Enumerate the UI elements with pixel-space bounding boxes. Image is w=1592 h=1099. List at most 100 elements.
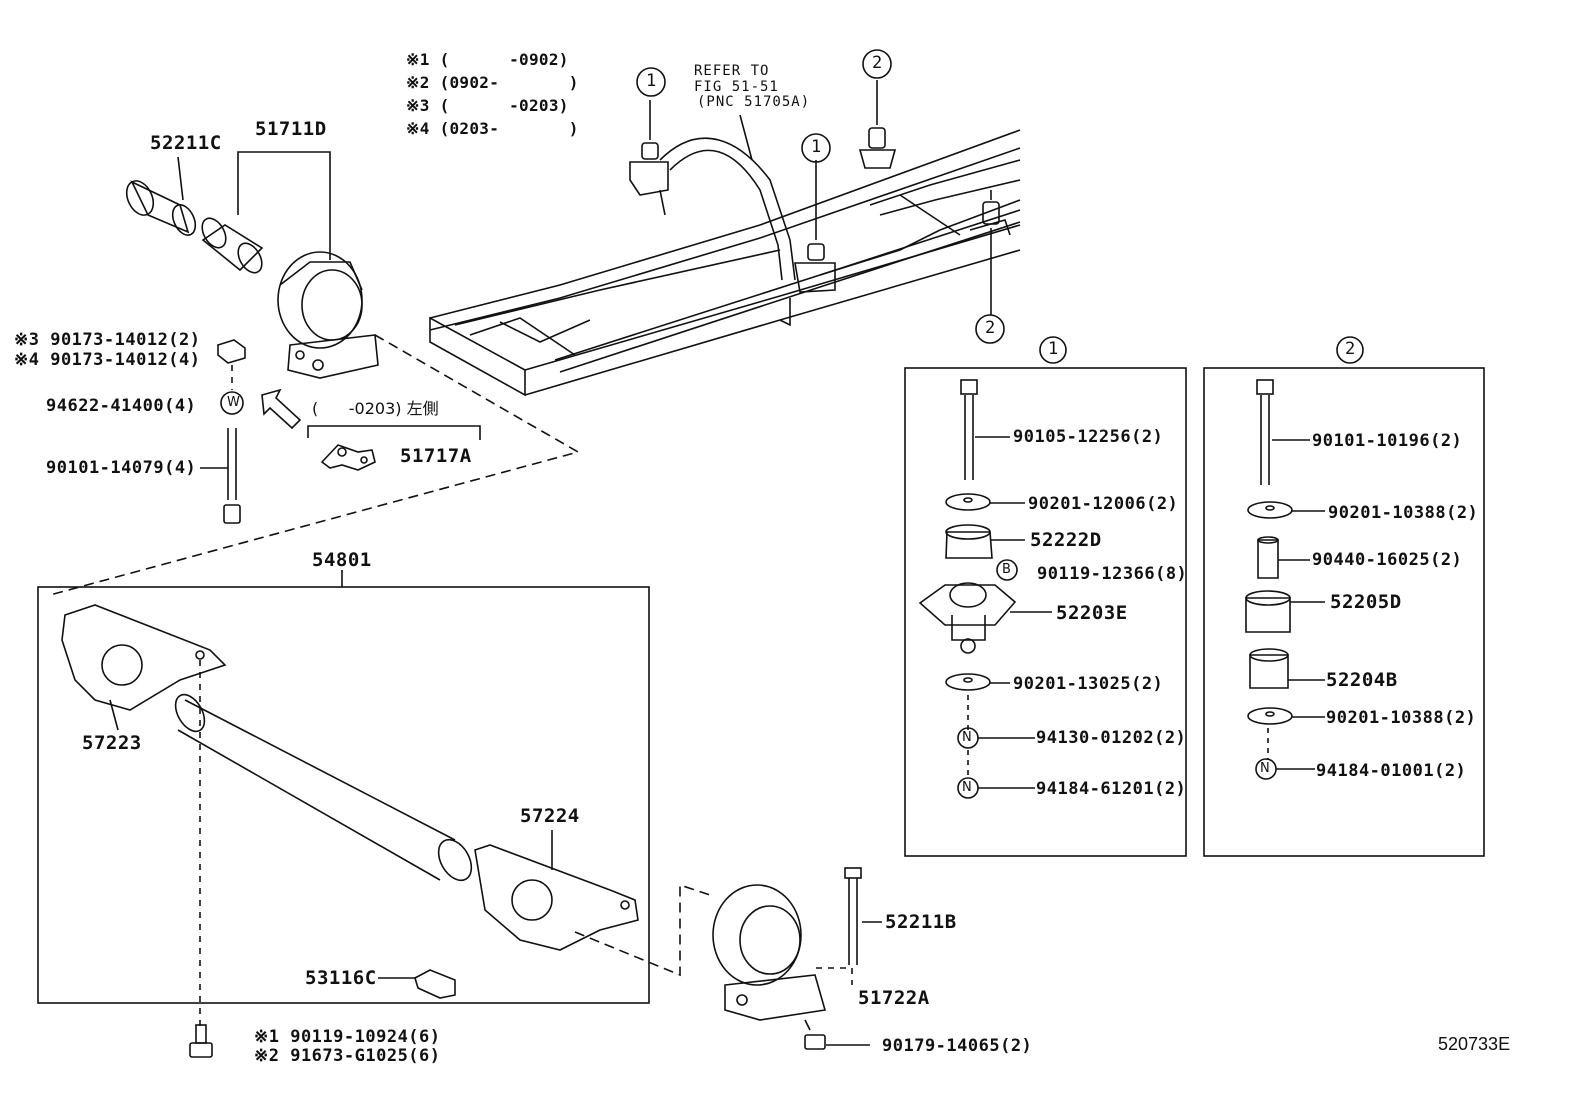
- mount-bracket-51711d: [277, 251, 379, 379]
- box2-label-52204b: 52204B: [1326, 669, 1398, 691]
- label-90101-14079: 90101-14079(4): [46, 458, 197, 478]
- box2-label-90201-a: 90201-10388(2): [1328, 503, 1479, 523]
- callout-2-right-icon: [975, 314, 1005, 344]
- left-side-note: ( -0203) 左側: [312, 399, 439, 418]
- box1-label-90201-12006: 90201-12006(2): [1028, 494, 1179, 514]
- range-note-3: ※3 ( -0203): [406, 96, 569, 115]
- refer-to-line3: (PNC 51705A): [697, 94, 811, 110]
- assembly-box-54801: [37, 586, 650, 1004]
- bracket-57224: [474, 830, 639, 951]
- label-90179: 90179-14065(2): [882, 1036, 1033, 1056]
- detail-box-1: [904, 367, 1187, 857]
- crossmember-tube: [174, 693, 473, 882]
- box2-label-90201-b: 90201-10388(2): [1326, 708, 1477, 728]
- callout-2-box-icon: [1336, 336, 1364, 364]
- frame-mount-2-top: [858, 80, 897, 169]
- dashed-guide-51722a: [816, 967, 853, 985]
- mount-bracket-51722a: [712, 884, 827, 1031]
- range-note-2: ※2 (0902- ): [406, 73, 579, 92]
- box1-n-mark-2: N: [962, 780, 972, 795]
- stopper-51717a: [320, 444, 376, 471]
- label-52211c: 52211C: [150, 132, 222, 154]
- dashed-guide-lower: [574, 883, 711, 977]
- washer-w-mark: W: [227, 395, 240, 410]
- box1-label-90105: 90105-12256(2): [1013, 427, 1164, 447]
- refer-to-line1: REFER TO: [694, 63, 770, 79]
- callout-1-mid-icon: [801, 133, 831, 163]
- callout-1-box-icon: [1039, 336, 1067, 364]
- label-57224: 57224: [520, 805, 580, 827]
- dashed-guide-upper: [49, 334, 581, 596]
- label-52211b: 52211B: [885, 911, 957, 933]
- box2-cushion-52204b: [1249, 648, 1325, 689]
- box2-washer-2: [1247, 707, 1325, 725]
- box1-label-94130: 94130-01202(2): [1036, 728, 1187, 748]
- box1-label-94184-61201: 94184-61201(2): [1036, 779, 1187, 799]
- clip-53116c: [378, 969, 456, 999]
- label-57223: 57223: [82, 732, 142, 754]
- box1-b-mark-text: B: [1002, 562, 1011, 577]
- label-54801: 54801: [312, 549, 372, 571]
- box1-bracket-52203e: [918, 582, 1052, 654]
- box1-nut-n2: [957, 777, 1035, 799]
- frame-mount-2-right: [969, 190, 1011, 315]
- box1-n-mark-1: N: [962, 730, 972, 745]
- box1-label-52222d: 52222D: [1030, 529, 1102, 551]
- sleeve-52211c: [125, 156, 197, 236]
- box2-label-52205d: 52205D: [1330, 591, 1402, 613]
- frame-mount-1-right: [794, 160, 836, 293]
- label-94622: 94622-41400(4): [46, 396, 197, 416]
- figure-code: 520733E: [1438, 1034, 1511, 1054]
- label-bolt-91673: ※2 91673-G1025(6): [254, 1046, 441, 1066]
- label-51711d: 51711D: [255, 118, 327, 140]
- frame-mount-1-left: [629, 100, 669, 216]
- callout-2-box: 2: [1345, 339, 1356, 359]
- label-bolt-90119: ※1 90119-10924(6): [254, 1027, 441, 1047]
- box1-b-mark: [996, 559, 1018, 581]
- box2-label-94184: 94184-01001(2): [1316, 761, 1467, 781]
- clip-90173: [217, 339, 246, 364]
- callout-2-top: 2: [872, 53, 883, 73]
- callout-1-top-icon: [636, 67, 666, 97]
- box2-cushion-52205d: [1245, 590, 1325, 633]
- callout-2-right: 2: [985, 318, 996, 338]
- box1-label-90201-13025: 90201-13025(2): [1013, 674, 1164, 694]
- box2-label-90101: 90101-10196(2): [1312, 431, 1463, 451]
- box2-bolt: [1256, 379, 1310, 485]
- bushing-inner: [201, 217, 264, 274]
- washer-w-icon: [220, 391, 244, 415]
- nut-90179: [804, 1034, 870, 1050]
- box2-washer-1: [1247, 501, 1325, 519]
- box1-bolt: [960, 379, 1010, 480]
- refer-to-line2: FIG 51-51: [694, 79, 779, 95]
- box2-collar: [1257, 536, 1310, 579]
- box1-washer-1: [945, 493, 1025, 511]
- bolt-90101-14079: [200, 428, 241, 524]
- range-note-1: ※1 ( -0902): [406, 50, 569, 69]
- label-90173-4: ※4 90173-14012(4): [14, 350, 201, 370]
- left-note-bracket: [307, 425, 481, 440]
- vehicle-frame: [429, 114, 1021, 397]
- callout-1-top: 1: [646, 71, 657, 91]
- bolt-90119-91673: [189, 1024, 213, 1058]
- callout-1-mid: 1: [811, 137, 822, 157]
- box1-washer-2: [945, 673, 1010, 691]
- bracket-51711d-leader: [237, 151, 331, 260]
- box2-nut-n: [1255, 758, 1315, 780]
- detail-box-2: [1203, 367, 1485, 857]
- label-51722a: 51722A: [858, 987, 930, 1009]
- callout-2-top-icon: [862, 49, 892, 79]
- box1-nut-n1: [957, 727, 1035, 749]
- bracket-57223: [61, 604, 227, 731]
- bolt-52211b: [844, 867, 882, 965]
- box1-label-52203e: 52203E: [1056, 602, 1128, 624]
- box2-label-90440: 90440-16025(2): [1312, 550, 1463, 570]
- direction-arrow-icon: [261, 388, 302, 430]
- label-51717a: 51717A: [400, 445, 472, 467]
- box1-cushion-52222d: [945, 524, 1025, 559]
- label-53116c: 53116C: [305, 967, 377, 989]
- box1-label-90119: 90119-12366(8): [1037, 564, 1188, 584]
- callout-1-box: 1: [1048, 339, 1059, 359]
- range-note-4: ※4 (0203- ): [406, 119, 579, 138]
